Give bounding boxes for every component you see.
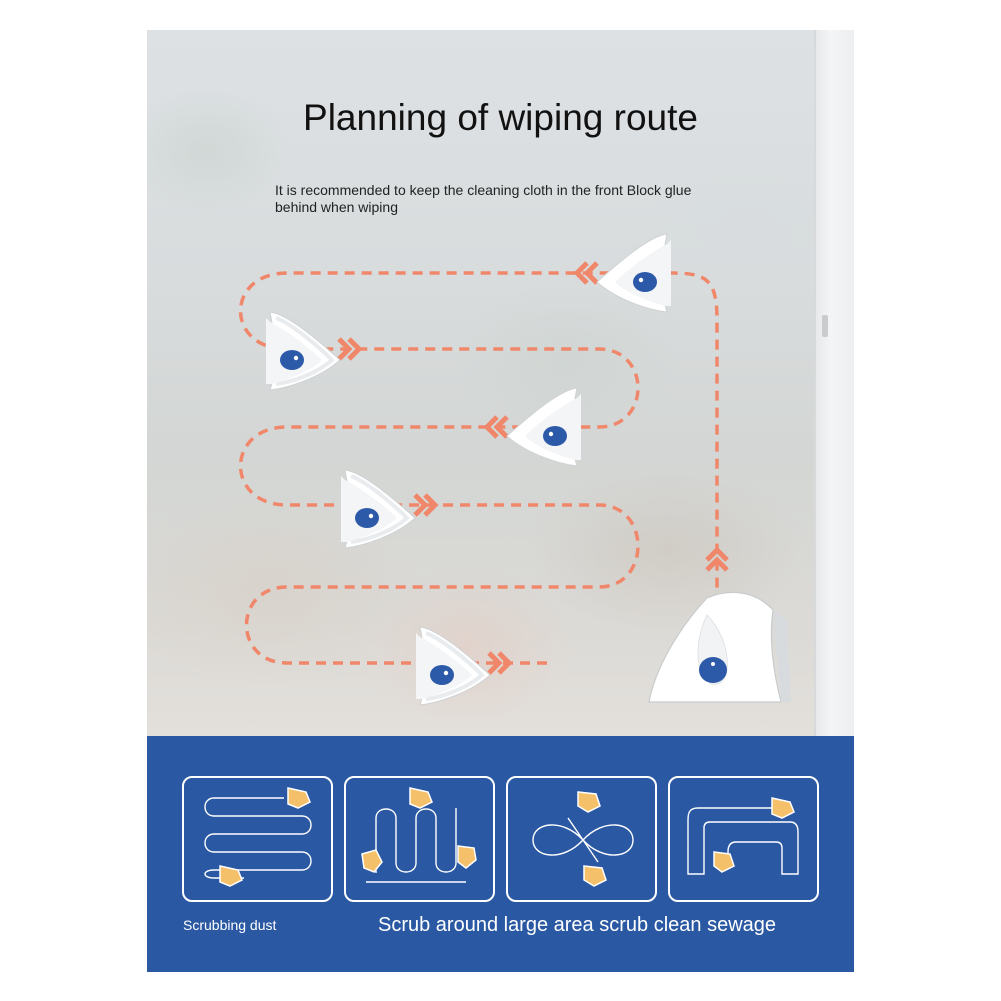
window-frame — [814, 30, 854, 736]
wiping-route-diagram — [238, 233, 791, 707]
spiral-inward-route-icon — [687, 797, 799, 875]
large-wiper — [648, 591, 791, 703]
route-card-spiral — [668, 776, 819, 902]
horizontal-zigzag-route-icon — [204, 787, 312, 887]
page-title: Planning of wiping route — [303, 97, 698, 138]
route-card-vertical — [344, 776, 495, 902]
vertical-zigzag-route-icon — [361, 787, 477, 883]
window-latch — [822, 315, 828, 337]
figure-eight-route-icon — [532, 791, 634, 887]
page-subtitle: It is recommended to keep the cleaning c… — [275, 182, 692, 215]
product-poster: Planning of wiping route It is recommend… — [147, 30, 854, 972]
route-path — [238, 271, 719, 665]
route-card-horizontal — [182, 776, 333, 902]
route-card-figure-eight — [506, 776, 657, 902]
route-modes-panel: Scrubbing dust Scrub around large area s… — [147, 736, 854, 972]
label-scrub-large-area: Scrub around large area scrub clean sewa… — [377, 914, 777, 936]
label-scrubbing-dust: Scrubbing dust — [183, 917, 277, 933]
